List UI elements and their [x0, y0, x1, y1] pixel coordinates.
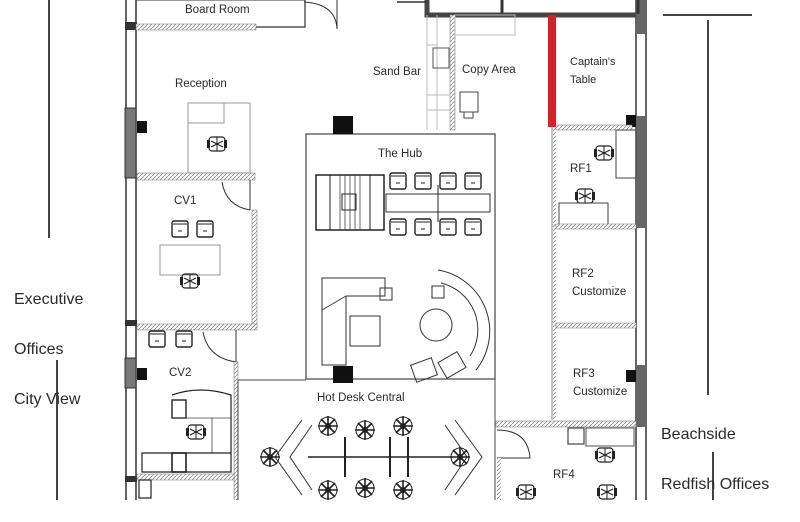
room-label-copy-area: Copy Area — [462, 64, 516, 76]
room-label-line: Captain's — [570, 56, 616, 68]
room-label-line: Customize — [572, 286, 627, 298]
zone-label-executive-offices: Executive Offices City View — [14, 262, 83, 437]
room-label-board-room: Board Room — [185, 4, 250, 16]
room-label-rf3: RF3 Customize — [573, 367, 627, 399]
zone-label-beachside-redfish: Beachside Redfish Offices — [661, 397, 769, 522]
zone-label-line: Executive — [14, 291, 84, 308]
room-label-line: Customize — [573, 386, 628, 398]
room-label-line: RF3 — [573, 368, 595, 380]
room-label-hot-desk-central: Hot Desk Central — [317, 392, 405, 404]
floor-plan-drawing — [48, 0, 752, 501]
room-label-rf1: RF1 — [570, 163, 592, 175]
room-label-the-hub: The Hub — [378, 148, 423, 160]
room-label-cv1: CV1 — [174, 195, 197, 207]
room-label-reception: Reception — [175, 78, 227, 90]
zone-label-line: Redfish Offices — [661, 476, 770, 493]
room-label-rf2: RF2 Customize — [572, 267, 626, 299]
room-label-sand-bar: Sand Bar — [373, 66, 421, 78]
room-label-cv2: CV2 — [169, 367, 192, 379]
room-label-line: Table — [570, 74, 597, 86]
zone-label-line: Offices — [14, 341, 64, 358]
room-label-rf4: RF4 — [553, 469, 575, 481]
zone-label-line: Beachside — [661, 426, 736, 443]
zone-label-line: City View — [14, 391, 81, 408]
room-label-captains-table: Captain's Table — [570, 55, 616, 87]
room-label-line: RF2 — [572, 268, 594, 280]
floor-plan: Executive Offices City View Beachside Re… — [14, 0, 769, 501]
